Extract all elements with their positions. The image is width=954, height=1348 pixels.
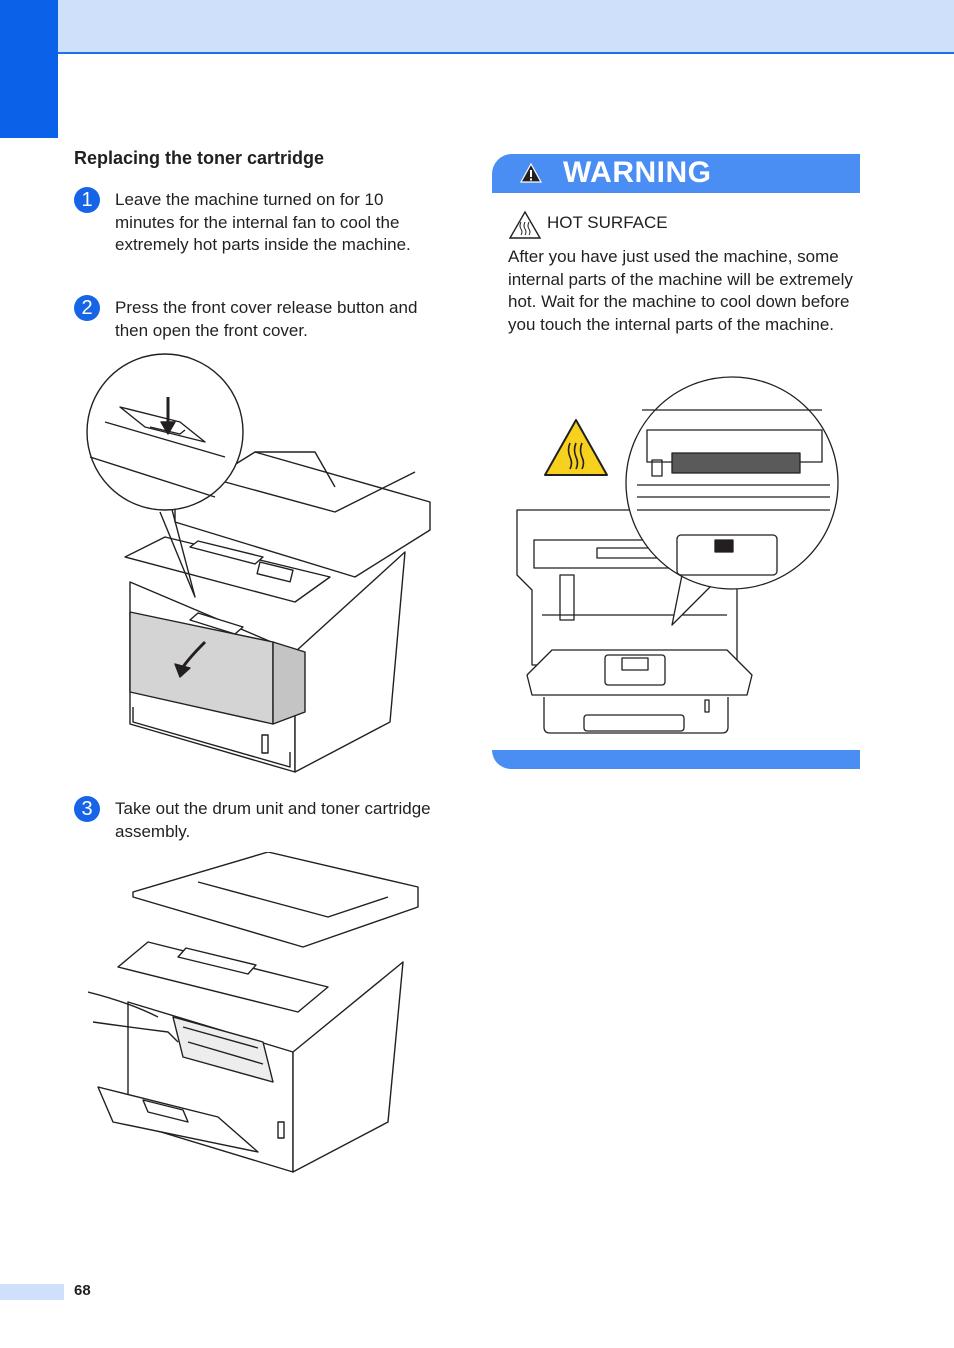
warning-body: After you have just used the machine, so… [508,247,853,334]
remove-drum-unit-illustration [88,852,419,1173]
step-1-text: Leave the machine turned on for 10 minut… [115,190,411,255]
hot-surface-label: HOT SURFACE [547,213,668,232]
step-3-text: Take out the drum unit and toner cartrid… [115,799,431,841]
warning-footer-bar [492,750,860,769]
hot-surface-row: HOT SURFACE [508,210,668,245]
step-3-number: 3 [74,796,100,822]
warning-title: WARNING [563,156,712,189]
chapter-tab [0,0,58,138]
warning-banner: WARNING [492,154,860,193]
step-2-text: Press the front cover release button and… [115,298,418,340]
hot-surface-icon [508,210,542,239]
section-title: Replacing the toner cartridge [74,148,325,168]
footer-band [0,1284,64,1300]
header-band [58,0,954,54]
step-1-number: 1 [74,187,100,213]
warning-icon [520,163,542,183]
front-cover-release-illustration [86,353,431,773]
hot-surface-interior-illustration [516,376,839,734]
page-number: 68 [74,1282,91,1299]
step-2-number: 2 [74,295,100,321]
